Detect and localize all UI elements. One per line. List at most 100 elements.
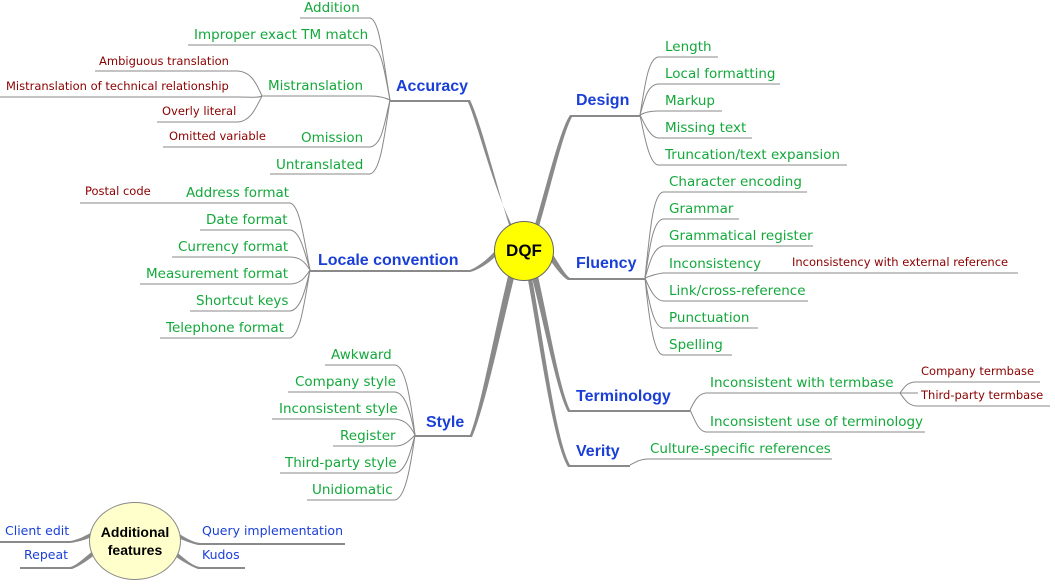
branch-style: [415, 276, 514, 437]
node-address-format: Address format: [186, 185, 290, 201]
conn-improper: [188, 44, 391, 101]
node-culture-specific-references: Culture-specific references: [650, 441, 831, 457]
conn-currency: [172, 256, 311, 271]
conn-gramreg: [644, 245, 813, 279]
node-missing-text: Missing text: [665, 120, 747, 136]
category-design: Design: [576, 92, 630, 109]
conn-grammar: [644, 218, 739, 279]
conn-length: [639, 56, 718, 116]
node-inconsistent-style: Inconsistent style: [279, 401, 398, 417]
node-company-termbase: Company termbase: [921, 364, 1035, 378]
conn-missing: [639, 114, 752, 139]
node-addition: Addition: [304, 0, 360, 16]
branch-af-left-2: [20, 550, 96, 569]
node-local-formatting: Local formatting: [665, 66, 776, 82]
category-verity: Verity: [576, 443, 620, 460]
conn-ambiguous: [95, 70, 263, 97]
node-truncation: Truncation/text expansion: [665, 147, 841, 163]
feature-client-edit: Client edit: [5, 523, 70, 538]
node-postal-code: Postal code: [85, 184, 151, 198]
conn-awkward: [325, 364, 416, 436]
center-node-label: DQF: [506, 241, 542, 260]
conn-inconsistency: [644, 272, 1018, 279]
additional-features-label: Additional features: [101, 523, 169, 559]
conn-telephone: [160, 269, 311, 339]
category-accuracy: Accuracy: [396, 78, 469, 95]
additional-features-line2: features: [107, 542, 163, 558]
branch-af-right-2: [172, 550, 245, 569]
node-length: Length: [665, 39, 712, 55]
branch-verity: [528, 278, 630, 467]
node-markup: Markup: [665, 93, 715, 109]
conn-inconsist: [272, 418, 416, 436]
node-grammar: Grammar: [669, 201, 734, 217]
conn-address: [180, 202, 311, 271]
conn-date: [200, 229, 311, 271]
node-register: Register: [340, 428, 396, 444]
conn-incons-use: [689, 409, 925, 433]
node-measurement-format: Measurement format: [146, 266, 289, 282]
node-company-style: Company style: [295, 374, 396, 390]
node-inconsistent-with-termbase: Inconsistent with termbase: [710, 375, 894, 391]
node-inconsistent-use-terminology: Inconsistent use of terminology: [710, 414, 924, 430]
node-date-format: Date format: [206, 212, 288, 228]
node-grammatical-register: Grammatical register: [669, 228, 813, 244]
conn-culture: [629, 458, 832, 466]
node-mistranslation-technical: Mistranslation of technical relationship: [6, 79, 229, 93]
conn-truncation: [639, 114, 847, 166]
conn-omission: [295, 99, 391, 148]
node-awkward: Awkward: [331, 347, 392, 363]
conn-company-tb: [899, 381, 1040, 394]
feature-repeat: Repeat: [24, 547, 69, 562]
conn-mistranslation: [262, 95, 391, 101]
conn-charenc: [644, 191, 807, 279]
conn-unidiom: [307, 434, 416, 501]
conn-untranslated: [270, 99, 391, 175]
thick-branches: [0, 100, 690, 569]
category-locale-convention: Locale convention: [318, 252, 459, 269]
conn-markup: [639, 110, 722, 116]
conn-spelling: [644, 277, 732, 356]
node-link-cross-reference: Link/cross-reference: [669, 283, 806, 299]
conn-mistech: [0, 95, 263, 98]
conn-measure: [140, 269, 311, 285]
conn-company: [288, 391, 416, 436]
conn-register: [333, 434, 416, 447]
node-untranslated: Untranslated: [276, 157, 364, 173]
node-punctuation: Punctuation: [669, 310, 750, 326]
category-style: Style: [426, 414, 465, 431]
branch-af-left-1: [0, 532, 94, 543]
node-omission: Omission: [301, 130, 364, 146]
node-spelling: Spelling: [669, 337, 723, 353]
node-overly-literal: Overly literal: [162, 104, 237, 118]
node-telephone-format: Telephone format: [166, 320, 284, 336]
feature-kudos: Kudos: [202, 547, 240, 562]
node-mistranslation: Mistranslation: [268, 78, 364, 94]
additional-features-node: Additional features: [89, 502, 181, 580]
node-currency-format: Currency format: [178, 239, 289, 255]
conn-localfmt: [639, 83, 780, 116]
conn-third-tb: [899, 392, 1050, 407]
conn-incons-tb: [689, 392, 918, 411]
node-inconsistency: Inconsistency: [669, 256, 762, 272]
node-inconsistency-external: Inconsistency with external reference: [792, 255, 1009, 269]
conn-overly: [157, 95, 263, 123]
node-omitted-variable: Omitted variable: [169, 129, 266, 143]
category-terminology: Terminology: [576, 388, 671, 405]
conn-thirdparty: [280, 434, 416, 474]
node-improper-exact-tm-match: Improper exact TM match: [194, 27, 369, 43]
node-third-party-termbase: Third-party termbase: [921, 388, 1044, 402]
conn-link: [644, 277, 808, 302]
branch-design: [534, 115, 640, 230]
node-unidiomatic: Unidiomatic: [312, 482, 393, 498]
category-fluency: Fluency: [576, 255, 637, 272]
branch-accuracy: [390, 100, 514, 230]
node-ambiguous-translation: Ambiguous translation: [99, 54, 229, 68]
branch-af-right-1: [174, 532, 345, 545]
node-shortcut-keys: Shortcut keys: [196, 293, 289, 309]
thin-connectors: [0, 17, 1050, 501]
branch-locale: [310, 252, 496, 272]
conn-punct: [644, 277, 758, 329]
